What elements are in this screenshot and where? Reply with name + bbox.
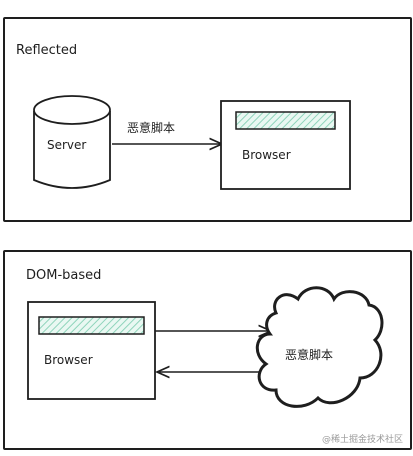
reflected-title: Reflected [16, 43, 78, 58]
browser-address-bar-2 [38, 316, 145, 335]
browser-address-bar-1 [235, 111, 336, 130]
malicious-script-cloud [255, 286, 384, 408]
server-cylinder [33, 95, 111, 189]
reflected-browser-label: Browser [242, 148, 291, 162]
server-label: Server [47, 138, 87, 152]
dom-browser-label: Browser [44, 353, 93, 367]
watermark-text: @稀土掘金技术社区 [322, 435, 404, 445]
dom-based-title: DOM-based [26, 268, 102, 283]
dom-payload-label: 恶意脚本 [285, 348, 334, 362]
reflected-payload-label: 恶意脚本 [127, 121, 176, 135]
